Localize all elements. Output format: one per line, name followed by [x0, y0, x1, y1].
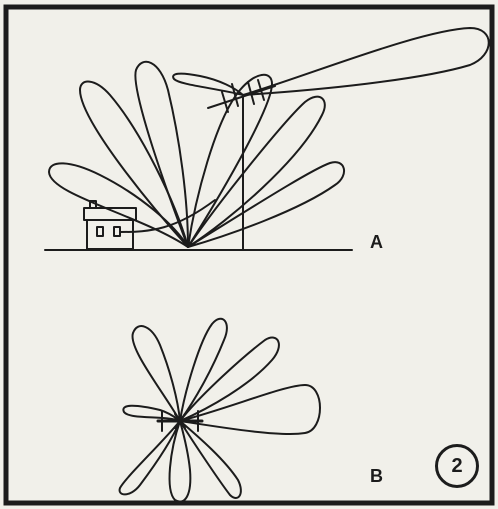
azimuth-pattern-lobes: [120, 319, 320, 502]
panel-b-label: B: [370, 466, 383, 487]
lobe-left-low: [49, 163, 188, 247]
figure-number-badge: 2: [435, 444, 479, 488]
main-beam-lobe: [243, 28, 489, 95]
lobe-b-main: [180, 385, 320, 434]
lobe-b-upper-right: [180, 338, 279, 421]
antenna-tower-icon: [208, 80, 275, 249]
house-icon: [84, 201, 136, 249]
panel-a-label: A: [370, 232, 383, 253]
lobe-right-low: [188, 162, 344, 247]
ground-pattern-lobes: [49, 28, 489, 247]
lobe-b-upper-center: [180, 319, 227, 421]
lobe-left-high: [135, 62, 188, 247]
